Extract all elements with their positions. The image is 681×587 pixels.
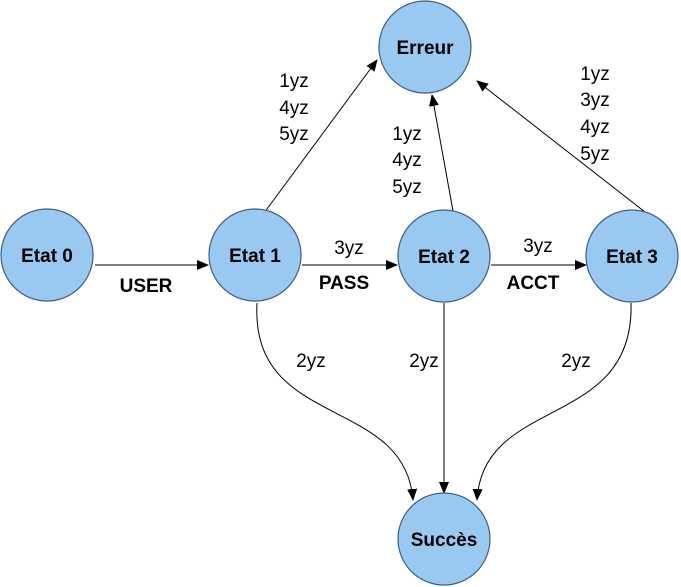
node-etat2: Etat 2 — [397, 209, 491, 303]
success-code-etat1: 2yz — [296, 351, 326, 372]
node-etat1-label: Etat 1 — [229, 246, 281, 267]
edge-etat3-erreur — [476, 80, 646, 213]
node-erreur-label: Erreur — [396, 38, 454, 59]
node-etat0: Etat 0 — [0, 208, 94, 302]
success-code-etat2: 2yz — [409, 351, 439, 372]
label-acct: ACCT — [507, 273, 560, 294]
edge-etat1-succes — [256, 302, 418, 501]
label-pass: PASS — [319, 273, 369, 294]
error-code: 1yz — [580, 64, 610, 85]
error-code: 5yz — [580, 144, 610, 165]
error-code: 5yz — [392, 177, 422, 198]
node-etat2-label: Etat 2 — [418, 247, 470, 268]
error-code: 4yz — [279, 98, 309, 119]
error-code: 4yz — [392, 150, 422, 171]
node-erreur: Erreur — [378, 0, 472, 94]
node-succes-label: Succès — [411, 530, 478, 551]
edge-etat3-succes — [472, 302, 632, 501]
node-etat3-label: Etat 3 — [606, 247, 658, 268]
error-code: 3yz — [580, 90, 610, 111]
edge-etat1-erreur — [263, 59, 378, 214]
node-etat0-label: Etat 0 — [21, 246, 73, 267]
error-code: 1yz — [279, 71, 309, 92]
node-succes: Succès — [397, 492, 491, 586]
error-codes-etat2: 1yz 4yz 5yz — [392, 124, 422, 198]
error-code: 1yz — [392, 124, 422, 145]
label-user: USER — [120, 276, 173, 297]
label-pass-code: 3yz — [334, 238, 364, 259]
node-etat3: Etat 3 — [585, 209, 679, 303]
error-code: 4yz — [580, 117, 610, 138]
label-acct-code: 3yz — [523, 236, 553, 257]
node-etat1: Etat 1 — [208, 208, 302, 302]
error-code: 5yz — [279, 124, 309, 145]
error-codes-etat1: 1yz 4yz 5yz — [279, 71, 309, 145]
success-code-etat3: 2yz — [561, 351, 591, 372]
error-codes-etat3: 1yz 3yz 4yz 5yz — [580, 64, 610, 165]
edge-etat2-erreur — [429, 94, 454, 212]
